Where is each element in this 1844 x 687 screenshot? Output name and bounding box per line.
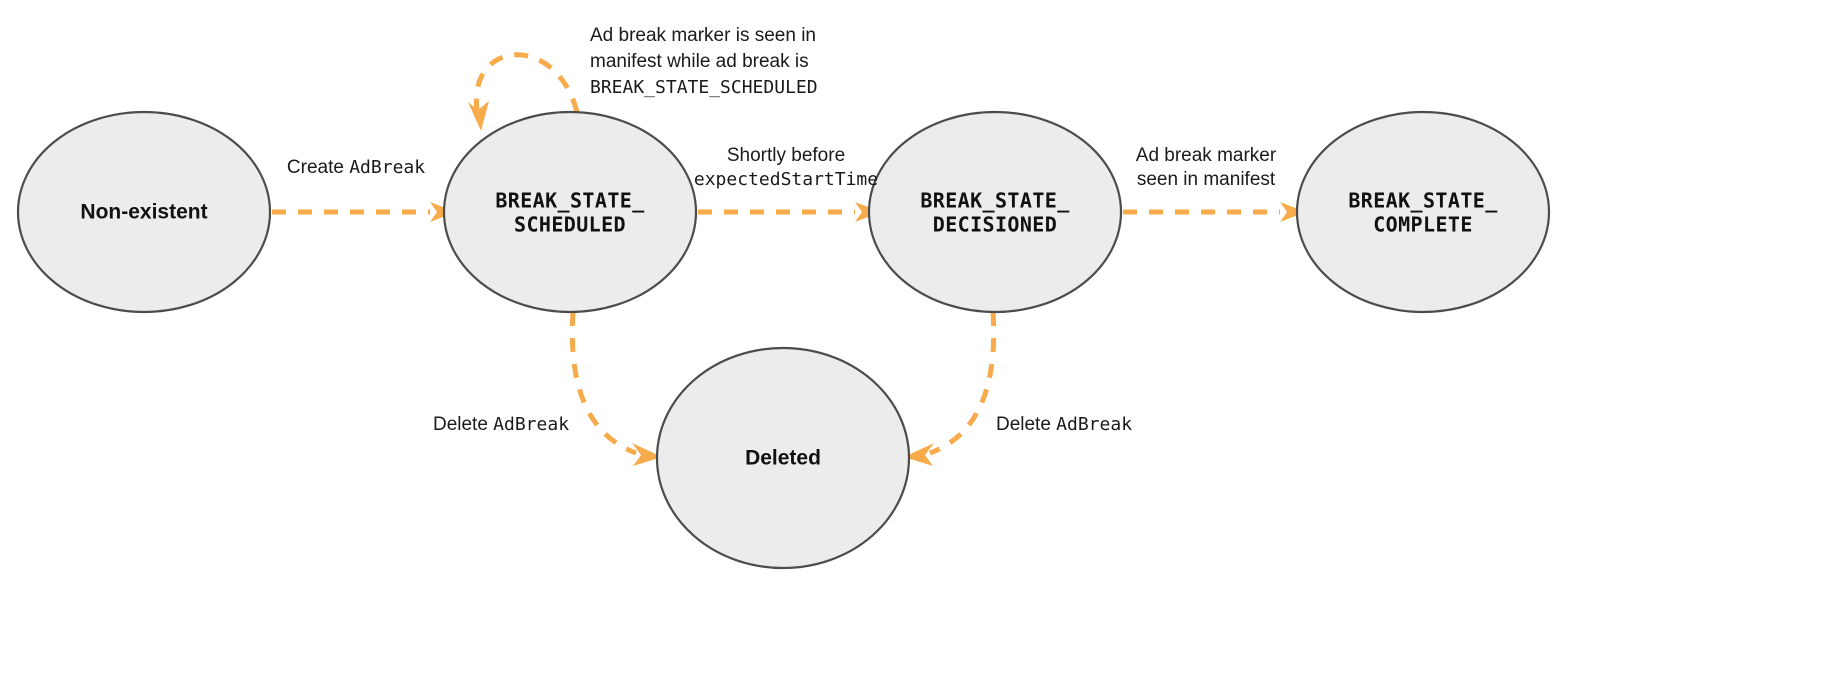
edge-label-decisioned-to-complete-line2: seen in manifest <box>1137 169 1276 190</box>
node-break-state-complete-shape[interactable] <box>1295 110 1551 314</box>
edge-scheduled-to-deleted-arrowhead <box>632 443 662 466</box>
edge-label-scheduled-to-decisioned-line1: Shortly before <box>727 145 845 166</box>
node-break-state-decisioned[interactable]: BREAK_STATE_ DECISIONED <box>867 110 1123 314</box>
edge-label-decisioned-to-deleted-plain: Delete <box>996 414 1056 435</box>
edge-label-scheduled-self-loop-line2: manifest while ad break is <box>590 51 809 72</box>
edge-scheduled-to-decisioned <box>698 202 881 222</box>
edge-label-decisioned-to-deleted: Delete AdBreak <box>996 414 1132 435</box>
node-break-state-complete-label-line2: COMPLETE <box>1373 213 1473 237</box>
edge-scheduled-self-loop-line <box>473 52 580 113</box>
node-break-state-complete-label-line1: BREAK_STATE_ <box>1348 189 1498 213</box>
node-break-state-decisioned-label-line1: BREAK_STATE_ <box>920 189 1070 213</box>
node-break-state-complete[interactable]: BREAK_STATE_ COMPLETE <box>1295 110 1551 314</box>
node-break-state-scheduled-label-line1: BREAK_STATE_ <box>495 189 645 213</box>
edge-scheduled-to-deleted <box>569 311 662 466</box>
edge-label-scheduled-to-deleted: Delete AdBreak <box>433 414 569 435</box>
edge-scheduled-self-loop-arrowhead <box>468 101 489 131</box>
edge-decisioned-to-deleted-line <box>929 311 997 456</box>
edge-decisioned-to-deleted-arrowhead <box>904 443 934 466</box>
edge-create-adbreak <box>272 202 456 222</box>
node-deleted[interactable]: Deleted <box>655 346 911 570</box>
node-break-state-scheduled[interactable]: BREAK_STATE_ SCHEDULED <box>442 110 698 314</box>
edge-label-decisioned-to-complete-line1: Ad break marker <box>1136 145 1277 166</box>
node-break-state-scheduled-label-line2: SCHEDULED <box>514 213 626 237</box>
node-break-state-decisioned-label-line2: DECISIONED <box>933 213 1057 237</box>
edge-decisioned-to-complete-arrowhead <box>1280 202 1306 222</box>
edge-label-scheduled-to-decisioned: Shortly before expectedStartTime <box>694 145 878 190</box>
node-non-existent[interactable]: Non-existent <box>16 110 272 314</box>
node-non-existent-label: Non-existent <box>80 201 207 224</box>
edge-label-decisioned-to-deleted-mono: AdBreak <box>1056 414 1132 435</box>
edge-label-create-adbreak-plain: Create <box>287 157 349 178</box>
edge-decisioned-to-deleted <box>904 311 997 466</box>
edge-label-scheduled-to-decisioned-line2: expectedStartTime <box>694 169 878 190</box>
edge-label-create-adbreak: Create AdBreak <box>287 157 425 178</box>
node-break-state-decisioned-shape[interactable] <box>867 110 1123 314</box>
edge-label-scheduled-to-deleted-mono: AdBreak <box>493 414 569 435</box>
edge-decisioned-to-complete <box>1123 202 1306 222</box>
edge-label-scheduled-to-deleted-plain: Delete <box>433 414 493 435</box>
edge-scheduled-self-loop <box>468 52 580 131</box>
edge-scheduled-to-deleted-line <box>569 311 637 456</box>
edge-label-scheduled-self-loop-line3: BREAK_STATE_SCHEDULED <box>590 77 818 98</box>
edge-label-decisioned-to-complete: Ad break marker seen in manifest <box>1136 145 1277 190</box>
edge-label-scheduled-self-loop: Ad break marker is seen in manifest whil… <box>590 25 818 98</box>
node-deleted-shape[interactable] <box>655 346 911 570</box>
edge-label-scheduled-self-loop-line1: Ad break marker is seen in <box>590 25 816 46</box>
node-deleted-label: Deleted <box>745 447 821 470</box>
node-non-existent-shape[interactable] <box>16 110 272 314</box>
edge-label-create-adbreak-mono: AdBreak <box>349 157 425 178</box>
node-break-state-scheduled-shape[interactable] <box>442 110 698 314</box>
